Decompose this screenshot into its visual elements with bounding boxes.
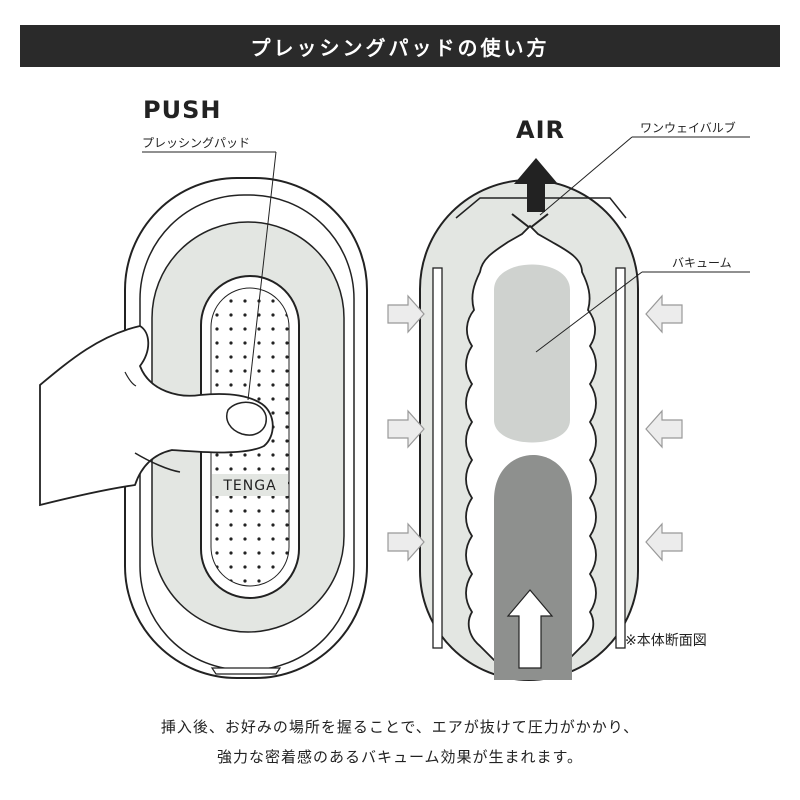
tenga-logo: TENGA — [222, 478, 276, 494]
bottom-notch — [210, 667, 282, 675]
title-bar: プレッシングパッドの使い方 — [20, 25, 780, 67]
vacuum-label: バキューム — [672, 256, 732, 270]
pressure-arrow-icon — [387, 294, 425, 334]
air-arrow-icon — [514, 158, 558, 212]
insertion-arrow — [506, 589, 554, 669]
pressure-arrows-left — [387, 294, 425, 562]
pressing-pad-leader — [247, 151, 277, 401]
pressure-arrows-right — [645, 294, 683, 562]
one-way-valve-label: ワンウェイバルブ — [640, 121, 736, 135]
hand-illustration — [39, 325, 274, 507]
vacuum-leader — [535, 271, 643, 353]
right-wall — [615, 267, 626, 649]
vacuum-zone — [494, 264, 570, 443]
pressing-pad-label: プレッシングパッド — [142, 136, 251, 150]
page-title: プレッシングパッドの使い方 — [250, 35, 550, 60]
caption: 挿入後、お好みの場所を握ることで、エアが抜けて圧力がかかり、 強力な密着感のある… — [0, 712, 800, 772]
air-label: AIR — [516, 116, 565, 144]
valve-leader — [539, 136, 633, 216]
insertion-zone — [494, 455, 572, 680]
left-wall — [432, 267, 443, 649]
pressure-arrow-icon — [645, 294, 683, 334]
pressure-arrow-icon — [645, 522, 683, 562]
caption-line-1: 挿入後、お好みの場所を握ることで、エアが抜けて圧力がかかり、 — [160, 718, 640, 736]
pressure-arrow-icon — [645, 409, 683, 449]
cross-section — [419, 179, 639, 681]
thumbnail — [226, 401, 267, 436]
caption-line-2: 強力な密着感のあるバキューム効果が生まれます。 — [216, 748, 584, 766]
pressure-arrow-icon — [387, 409, 425, 449]
pressure-arrow-icon — [387, 522, 425, 562]
section-note: ※本体断面図 — [625, 633, 707, 649]
push-label: PUSH — [143, 96, 222, 124]
